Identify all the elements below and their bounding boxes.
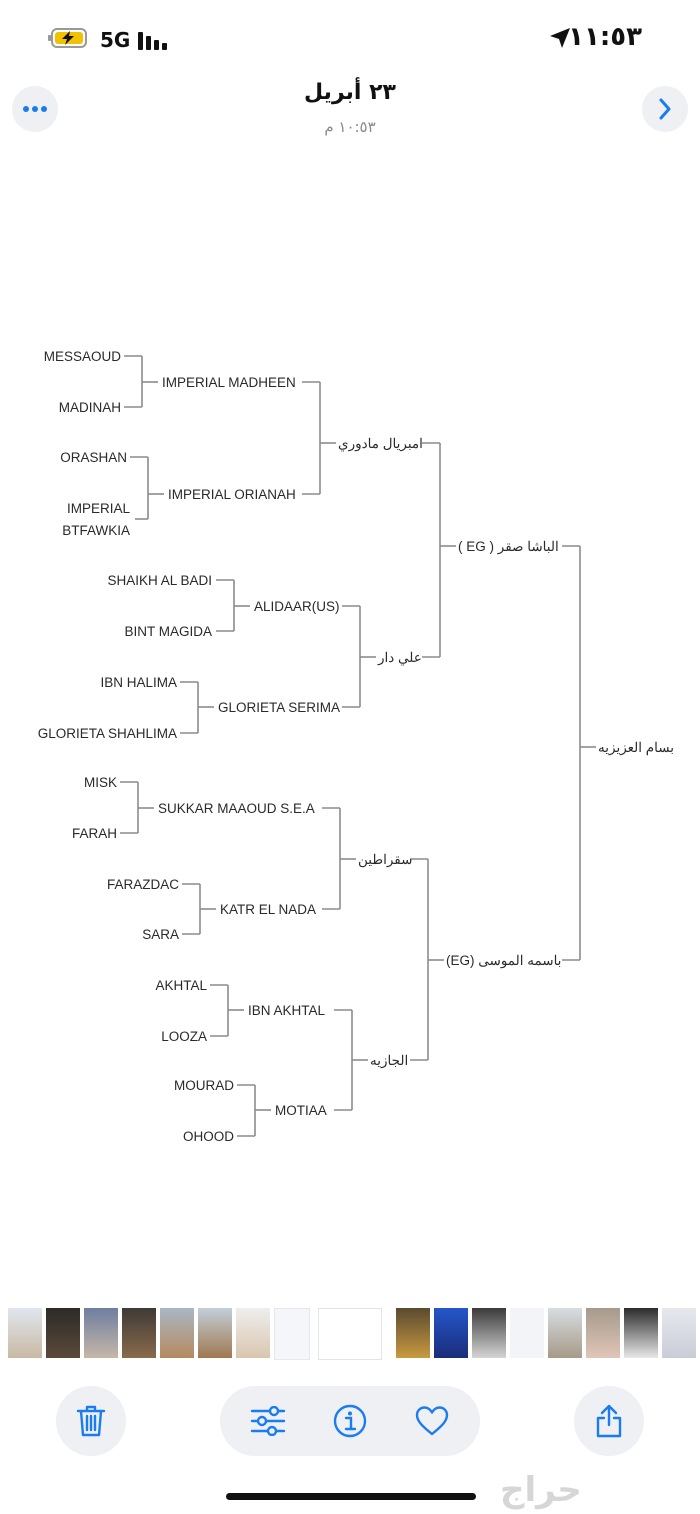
heart-icon <box>415 1406 449 1436</box>
share-icon <box>596 1404 622 1438</box>
sire-dam-name: علي دار <box>377 650 422 666</box>
thumbnail[interactable] <box>510 1308 544 1358</box>
g4-name: BINT MAGIDA <box>124 624 212 639</box>
thumbnail[interactable] <box>160 1308 194 1358</box>
watermark: حراج <box>500 1470 582 1510</box>
status-time: ١١:٥٣ <box>568 22 642 52</box>
g3-name: ALIDAAR(US) <box>254 599 340 614</box>
info-button[interactable] <box>330 1401 370 1441</box>
g4-name: SHAIKH AL BADI <box>107 573 212 588</box>
g4-name: FARAZDAC <box>107 877 179 892</box>
signal-bars-icon <box>138 32 167 50</box>
more-icon <box>23 106 47 112</box>
thumbnail[interactable] <box>8 1308 42 1358</box>
delete-button[interactable] <box>56 1386 126 1456</box>
g4-name: MISK <box>84 775 117 790</box>
chevron-right-icon <box>659 98 671 120</box>
thumbnail[interactable] <box>46 1308 80 1358</box>
thumbnail[interactable] <box>84 1308 118 1358</box>
next-button[interactable] <box>642 86 688 132</box>
g3-name: MOTIAA <box>275 1103 327 1118</box>
thumbnail[interactable] <box>274 1308 310 1360</box>
g4-name: MOURAD <box>174 1078 234 1093</box>
thumbnail-strip[interactable] <box>0 1308 700 1360</box>
thumbnail[interactable] <box>662 1308 696 1358</box>
dam-dam-name: الجازيه <box>370 1053 408 1069</box>
g4-name: IBN HALIMA <box>100 675 177 690</box>
g4-name: ORASHAN <box>60 450 127 465</box>
g3-name: SUKKAR MAAOUD S.E.A <box>158 801 315 816</box>
dam-sire-name: سقراطين <box>358 852 412 868</box>
sire-sire-name: امبريال مادوري <box>338 436 423 452</box>
thumbnail-selected[interactable] <box>318 1308 382 1360</box>
g3-name: KATR EL NADA <box>220 902 316 917</box>
g4-name: LOOZA <box>161 1029 207 1044</box>
thumbnail[interactable] <box>122 1308 156 1358</box>
adjust-button[interactable] <box>248 1401 288 1441</box>
thumbnail[interactable] <box>236 1308 270 1358</box>
g4-name: IMPERIAL <box>67 501 131 516</box>
network-type: 5G <box>100 28 131 52</box>
home-indicator[interactable] <box>226 1493 476 1500</box>
photo-date: ٢٣ أبريل <box>304 80 396 105</box>
g3-name: IMPERIAL ORIANAH <box>168 487 296 502</box>
location-arrow-icon <box>550 28 570 48</box>
thumbnail[interactable] <box>434 1308 468 1358</box>
info-icon <box>333 1404 367 1438</box>
more-button[interactable] <box>12 86 58 132</box>
battery-charging-icon <box>48 28 87 48</box>
thumbnail[interactable] <box>624 1308 658 1358</box>
share-button[interactable] <box>574 1386 644 1456</box>
trash-icon <box>76 1405 106 1437</box>
g3-name: GLORIETA SERIMA <box>218 700 340 715</box>
dam-name: باسمه الموسى (EG) <box>446 953 561 969</box>
g4-name: MESSAOUD <box>44 349 122 364</box>
thumbnail[interactable] <box>548 1308 582 1358</box>
tree-lines <box>120 355 596 1137</box>
thumbnail[interactable] <box>198 1308 232 1358</box>
g4-name: GLORIETA SHAHLIMA <box>38 726 177 741</box>
root-name: بسام العزيزيه <box>598 740 674 756</box>
photo-time: ١٠:٥٣ م <box>324 118 376 136</box>
sliders-icon <box>250 1406 286 1436</box>
favorite-button[interactable] <box>412 1401 452 1441</box>
sire-name: الباشا صقر ( EG ) <box>458 539 559 555</box>
g4-name: OHOOD <box>183 1129 234 1144</box>
thumbnail[interactable] <box>396 1308 430 1358</box>
g3-name: IBN AKHTAL <box>248 1003 326 1018</box>
thumbnail[interactable] <box>586 1308 620 1358</box>
g4-name: SARA <box>142 927 179 942</box>
g4-name: BTFAWKIA <box>62 523 130 538</box>
thumbnail[interactable] <box>472 1308 506 1358</box>
g4-name: FARAH <box>72 826 117 841</box>
g4-name: AKHTAL <box>155 978 207 993</box>
g3-name: IMPERIAL MADHEEN <box>162 375 296 390</box>
g4-name: MADINAH <box>59 400 121 415</box>
